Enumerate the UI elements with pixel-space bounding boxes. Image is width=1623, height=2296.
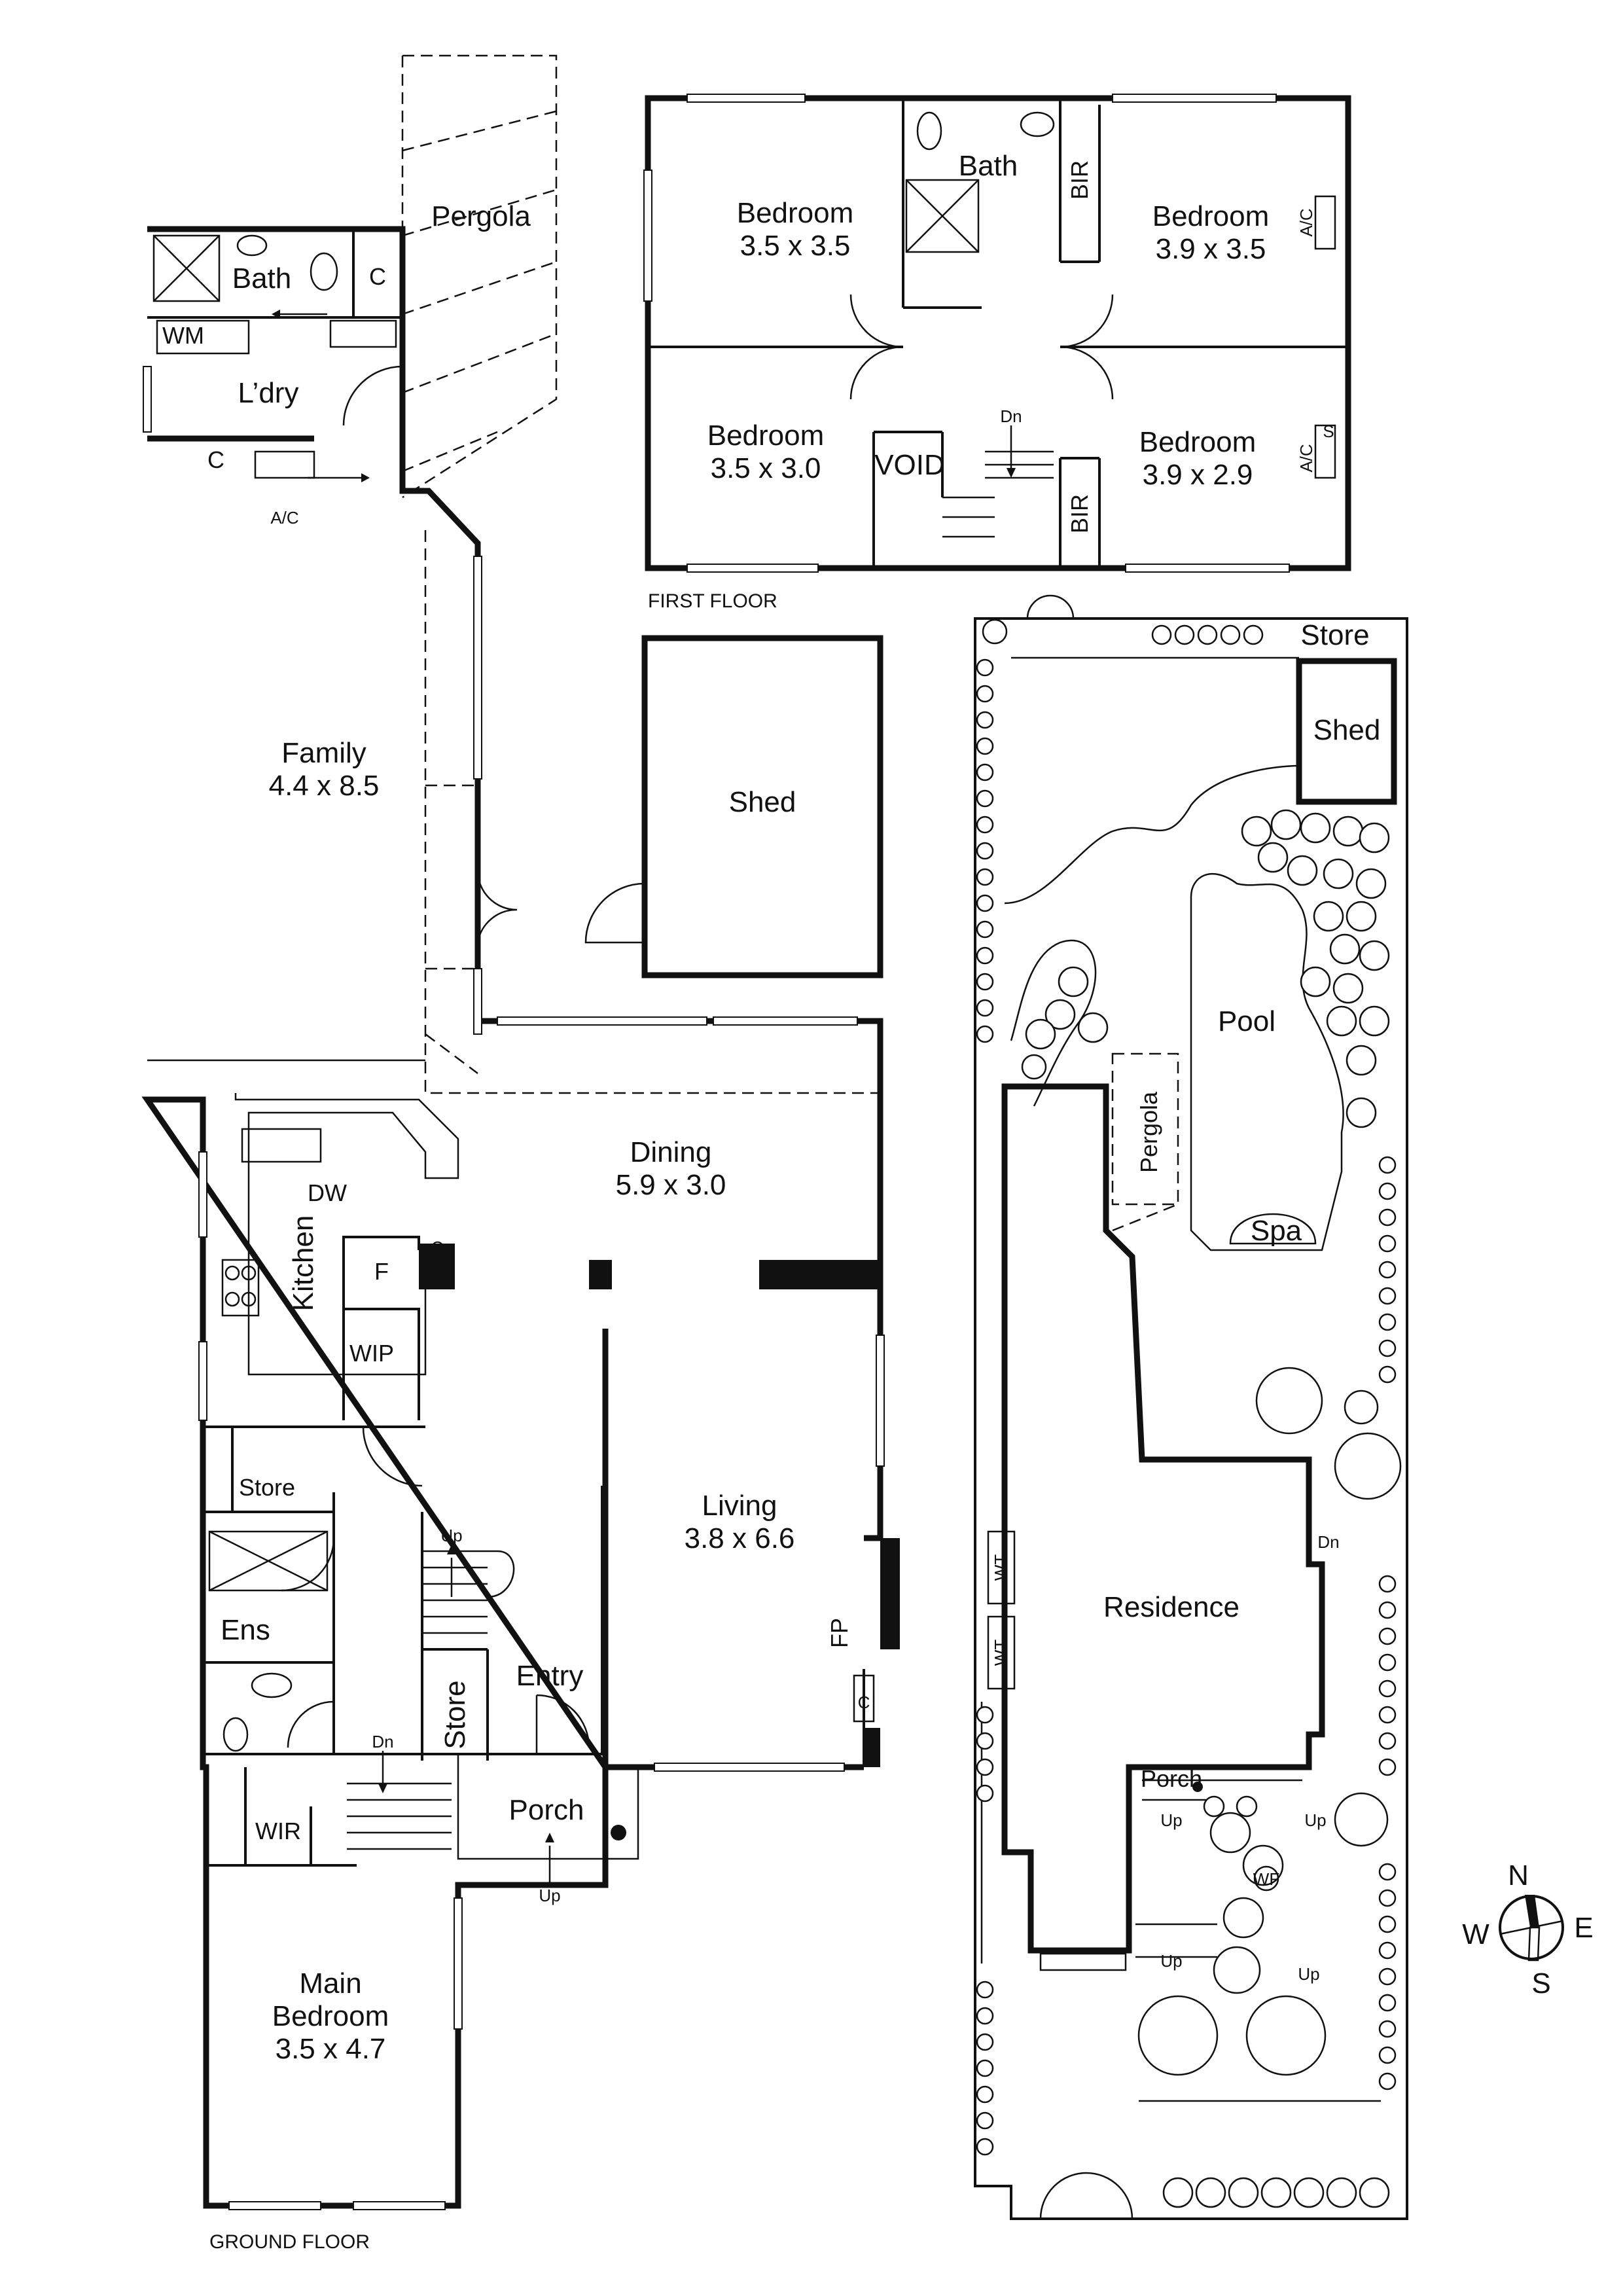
bedroom-nw-label: Bedroom — [737, 197, 854, 229]
void-label: VOID — [874, 449, 945, 481]
ground-floor-caption: GROUND FLOOR — [209, 2231, 370, 2253]
bedroom-sw-label: Bedroom — [707, 420, 825, 452]
c-bath-label: C — [369, 263, 386, 290]
wt-2-label: WT — [991, 1640, 1010, 1666]
entry-label: Entry — [516, 1660, 584, 1692]
site-up-1-label: Up — [1160, 1810, 1182, 1830]
stair-ground — [422, 1550, 515, 1634]
ac-ne-label: A/C — [1296, 208, 1316, 236]
dining-label: Dining — [630, 1136, 712, 1168]
c-small-label: C — [431, 1238, 444, 1257]
pergola-label: Pergola — [431, 200, 531, 232]
family-size: 4.4 x 8.5 — [269, 770, 380, 802]
main-bedroom-line2: Bedroom — [272, 2000, 389, 2032]
bedroom-nw-size: 3.5 x 3.5 — [740, 230, 851, 262]
bir-south-label: BIR — [1066, 494, 1093, 533]
pool-label: Pool — [1218, 1005, 1275, 1037]
first-floor-caption: FIRST FLOOR — [648, 590, 777, 612]
ground-floor: Pergola Bath C WM L’dry C A/C Family 4.4… — [141, 54, 900, 2253]
ground-dn-label: Dn — [372, 1732, 393, 1751]
main-bedroom-size: 3.5 x 4.7 — [276, 2033, 386, 2065]
site-up-3-label: Up — [1160, 1951, 1182, 1971]
main-bedroom-line1: Main — [299, 1967, 361, 2000]
dining-size: 5.9 x 3.0 — [616, 1169, 726, 1201]
site-plan: Store Shed Pool Pergola Spa WT WT Reside… — [974, 594, 1408, 2220]
living-label: Living — [702, 1490, 777, 1522]
s-mark-label: S — [1323, 422, 1334, 441]
ac-label: A/C — [270, 508, 298, 528]
ens-label: Ens — [221, 1614, 270, 1646]
c-laundry-label: C — [207, 446, 224, 473]
c-living-label: C — [858, 1693, 870, 1712]
wf-label: WF — [1253, 1869, 1279, 1889]
wip-label: WIP — [349, 1340, 394, 1367]
bedroom-se-size: 3.9 x 2.9 — [1143, 459, 1253, 491]
laundry-label: L’dry — [238, 377, 299, 409]
compass-n: N — [1508, 1859, 1529, 1892]
store-2-label: Store — [439, 1680, 471, 1749]
compass-s: S — [1531, 1967, 1550, 2000]
bedroom-se-label: Bedroom — [1139, 426, 1257, 458]
residence-label: Residence — [1103, 1591, 1240, 1623]
porch-label: Porch — [509, 1794, 584, 1826]
up-stair-label: Up — [440, 1526, 462, 1545]
compass-w: W — [1462, 1918, 1489, 1950]
bir-north-label: BIR — [1066, 160, 1093, 200]
wm-label: WM — [162, 322, 204, 349]
kitchen-label: Kitchen — [287, 1215, 319, 1312]
site-porch-label: Porch — [1141, 1765, 1202, 1792]
ground-bath-label: Bath — [232, 262, 292, 295]
site-up-2-label: Up — [1304, 1810, 1326, 1830]
compass-e: E — [1574, 1912, 1593, 1944]
wir-label: WIR — [255, 1818, 301, 1844]
first-floor: Bedroom 3.5 x 3.5 Bath BIR Bedroom 3.9 x… — [643, 94, 1351, 612]
bedroom-sw-size: 3.5 x 3.0 — [711, 452, 821, 484]
family-label: Family — [281, 737, 366, 769]
stair-dn — [347, 1782, 452, 1850]
fp-label: FP — [826, 1618, 853, 1648]
hedge-east — [1378, 1156, 1397, 2090]
spa-label: Spa — [1251, 1215, 1302, 1247]
bedroom-ne-size: 3.9 x 3.5 — [1156, 233, 1266, 265]
bedroom-ne-label: Bedroom — [1152, 200, 1270, 232]
hedge-west — [976, 658, 994, 2156]
site-pergola-label: Pergola — [1135, 1091, 1162, 1173]
site-store-label: Store — [1300, 619, 1369, 651]
up-porch-label: Up — [539, 1886, 560, 1905]
wt-1-label: WT — [991, 1554, 1010, 1581]
fridge-label: F — [374, 1258, 389, 1285]
first-dn-label: Dn — [1000, 406, 1022, 426]
shed-label: Shed — [729, 786, 796, 818]
site-up-4-label: Up — [1298, 1964, 1319, 1984]
site-shed-label: Shed — [1313, 714, 1381, 746]
dw-label: DW — [308, 1179, 347, 1206]
ac-se-label: A/C — [1296, 444, 1316, 472]
living-size: 3.8 x 6.6 — [685, 1522, 795, 1554]
site-dn-label: Dn — [1317, 1532, 1339, 1552]
store-1-label: Store — [239, 1474, 295, 1501]
compass: N E S W — [1462, 1859, 1593, 2000]
fifirst-bath-label: Bath — [959, 150, 1018, 182]
trees — [982, 619, 1402, 2208]
